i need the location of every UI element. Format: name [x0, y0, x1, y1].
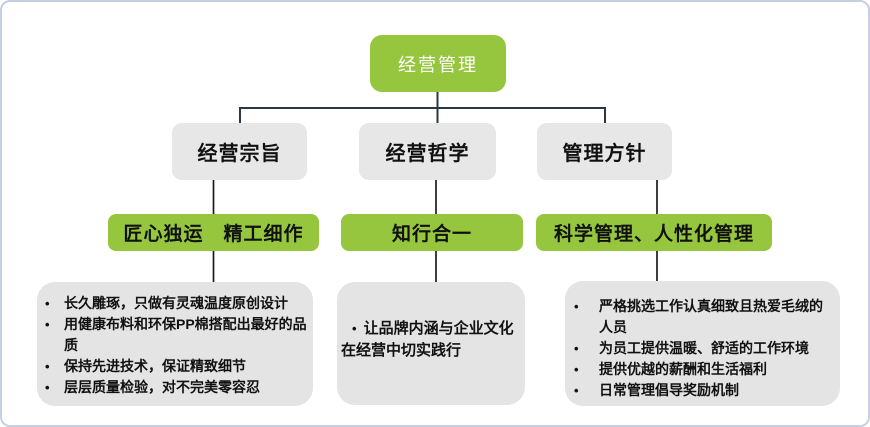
slogan-node-mission: 匠心独运 精工细作	[108, 214, 319, 251]
slogan-node-philosophy: 知行合一	[341, 214, 523, 251]
bullet-line: 日常管理倡导奖励机制	[599, 382, 739, 398]
bullet-item: • 用健康布料和环保PP棉搭配出最好的品 质	[45, 314, 311, 356]
bullet-item: • 让品牌内涵与企业文化	[341, 318, 521, 340]
bullet-icon: •	[574, 341, 579, 356]
bullet-icon: •	[352, 321, 357, 336]
bullet-item: • 提供优越的薪酬和生活福利	[572, 359, 838, 380]
details-panel-philosophy: • 让品牌内涵与企业文化 在经营中切实践行	[337, 282, 525, 405]
bullet-line: 提供优越的薪酬和生活福利	[599, 361, 767, 377]
bullet-line: 让品牌内涵与企业文化	[363, 320, 514, 337]
bullet-icon: •	[45, 296, 50, 311]
bullet-item: • 严格挑选工作认真细致且热爱毛绒的 人员	[572, 296, 838, 338]
bullet-line: 人员	[599, 319, 627, 335]
bullet-line: 层层质量检验，对不完美零容忍	[64, 379, 260, 395]
bullet-icon: •	[45, 359, 50, 374]
category-node-mission: 经营宗旨	[172, 123, 307, 180]
bullet-icon: •	[574, 299, 579, 314]
details-panel-policy: • 严格挑选工作认真细致且热爱毛绒的 人员 • 为员工提供温暖、舒适的工作环境 …	[565, 281, 840, 406]
details-panel-mission: • 长久雕琢，只做有灵魂温度原创设计 • 用健康布料和环保PP棉搭配出最好的品 …	[37, 282, 313, 406]
bullet-item: • 长久雕琢，只做有灵魂温度原创设计	[45, 293, 311, 314]
bullet-item: • 层层质量检验，对不完美零容忍	[45, 377, 311, 398]
bullet-item: • 保持先进技术，保证精致细节	[45, 356, 311, 377]
bullet-line: 为员工提供温暖、舒适的工作环境	[599, 340, 809, 356]
bullet-icon: •	[45, 380, 50, 395]
bullet-icon: •	[574, 383, 579, 398]
category-node-philosophy: 经营哲学	[359, 123, 496, 180]
bullet-line: 在经营中切实践行	[341, 342, 462, 359]
root-node: 经营管理	[370, 35, 506, 92]
bullet-line: 质	[64, 337, 78, 353]
bullet-item: • 为员工提供温暖、舒适的工作环境	[572, 338, 838, 359]
bullet-line: 严格挑选工作认真细致且热爱毛绒的	[599, 298, 823, 314]
bullet-icon: •	[574, 362, 579, 377]
bullet-line: 保持先进技术，保证精致细节	[64, 358, 246, 374]
bullet-icon: •	[45, 317, 50, 332]
bullet-line: 用健康布料和环保PP棉搭配出最好的品	[64, 316, 307, 332]
bullet-item: • 日常管理倡导奖励机制	[572, 380, 838, 401]
category-node-policy: 管理方针	[537, 123, 672, 180]
bullet-line: 长久雕琢，只做有灵魂温度原创设计	[64, 295, 288, 311]
slogan-node-policy: 科学管理、人性化管理	[536, 214, 772, 251]
